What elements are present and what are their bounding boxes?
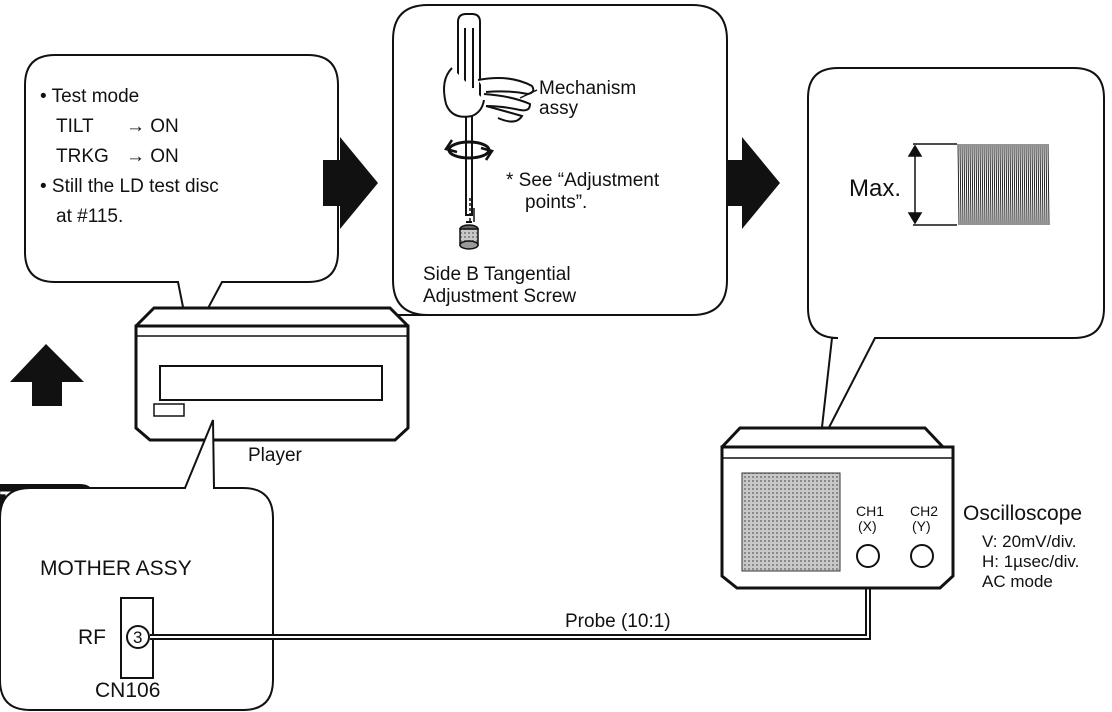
ch1-label: CH1: [856, 503, 884, 519]
waveform-trace-line: [981, 143, 984, 226]
waveform-trace-line: [1029, 143, 1032, 226]
ch2-input: [910, 544, 934, 568]
waveform-trace-line: [1041, 143, 1044, 226]
waveform-trace-line: [1007, 143, 1010, 226]
waveform-trace-line: [995, 143, 998, 226]
waveform-trace-line: [1013, 143, 1016, 226]
waveform-trace-line: [1043, 143, 1046, 226]
hand-icon: [443, 67, 535, 123]
waveform-trace-line: [987, 143, 990, 226]
display-panel: [153, 403, 185, 417]
mechanism-label-assy: assy: [539, 98, 579, 119]
voltage-setting: V: 20mV/div.: [982, 532, 1076, 551]
ch1-sublabel: (X): [858, 518, 877, 534]
waveform-trace-line: [985, 143, 988, 226]
time-setting: H: 1µsec/div.: [982, 552, 1079, 571]
waveform-trace-line: [1025, 143, 1028, 226]
waveform-trace-line: [1005, 143, 1008, 226]
waveform-trace-line: [975, 143, 978, 226]
mode-setting: AC mode: [982, 572, 1053, 591]
player-label: Player: [248, 445, 303, 466]
waveform-trace-line: [1037, 143, 1040, 226]
waveform-trace-line: [997, 143, 1000, 226]
waveform-trace-line: [969, 143, 972, 226]
probe-cable: [150, 585, 871, 640]
waveform-trace-line: [965, 143, 968, 226]
waveform-callout: Max.: [807, 67, 1105, 446]
still-disc-line: • Still the LD test disc: [40, 176, 219, 197]
ch1-input: [856, 544, 880, 568]
waveform-trace-line: [1023, 143, 1026, 226]
screw-label: Side B Tangential: [423, 264, 571, 285]
disc-tray: [159, 365, 383, 401]
connector-label: CN106: [95, 679, 160, 702]
pin-number: 3: [133, 628, 142, 647]
amplitude-dimension: [907, 143, 957, 226]
right-arrow-icon: [323, 137, 378, 229]
waveform-trace-line: [1033, 143, 1036, 226]
oscilloscope-screen: [741, 472, 841, 572]
waveform-trace-line: [1017, 143, 1020, 226]
mother-assy-callout: MOTHER ASSY RF 3 CN106: [0, 419, 274, 711]
waveform-trace-line: [1021, 143, 1024, 226]
player-device: [134, 306, 410, 442]
mother-assy-title: MOTHER ASSY: [40, 557, 192, 580]
mechanism-label: Mechanism: [539, 78, 636, 99]
waveform-trace-line: [957, 143, 960, 226]
test-mode-callout: • Test mode TILT → ON TRKG → ON • Still …: [24, 54, 339, 345]
up-arrow-icon: [10, 344, 84, 406]
waveform-trace-line: [971, 143, 974, 226]
trkg-label: TRKG: [56, 146, 109, 167]
waveform-trace-line: [1019, 143, 1022, 226]
right-arrow-icon: [726, 137, 780, 229]
waveform-trace-line: [1015, 143, 1018, 226]
pin-3-icon: [126, 625, 150, 649]
waveform-trace-line: [979, 143, 982, 226]
waveform-trace-line: [963, 143, 966, 226]
screw-label-line2: Adjustment Screw: [423, 286, 576, 307]
waveform-trace-line: [977, 143, 980, 226]
rf-label: RF: [78, 626, 106, 649]
waveform-trace-line: [991, 143, 994, 226]
waveform-trace-line: [1035, 143, 1038, 226]
waveform-trace-line: [1009, 143, 1012, 226]
adjustment-note: * See “Adjustment: [506, 170, 660, 191]
oscilloscope-label: Oscilloscope: [963, 502, 1082, 525]
waveform-trace-line: [1001, 143, 1004, 226]
oscilloscope-device: [720, 426, 955, 590]
waveform-trace-line: [993, 143, 996, 226]
waveform-trace-line: [973, 143, 976, 226]
waveform-trace-line: [1047, 143, 1050, 226]
rotate-icon: [443, 139, 495, 161]
waveform-trace-line: [989, 143, 992, 226]
waveform-trace-line: [1027, 143, 1030, 226]
waveform-trace-line: [961, 143, 964, 226]
max-label: Max.: [849, 175, 901, 202]
adjustment-note-points: points”.: [525, 192, 587, 213]
disc-position-line: at #115.: [56, 206, 123, 227]
ch2-label: CH2: [910, 503, 938, 519]
screw-icon: [459, 221, 479, 250]
waveform-trace-line: [967, 143, 970, 226]
probe-label: Probe (10:1): [565, 611, 671, 632]
waveform-trace-line: [983, 143, 986, 226]
tilt-value: → ON: [126, 116, 179, 137]
mechanism-callout: Mechanism assy * See “Adjustment points”…: [369, 4, 728, 343]
ch2-sublabel: (Y): [912, 518, 931, 534]
waveform-trace-line: [999, 143, 1002, 226]
waveform-trace-line: [1045, 143, 1048, 226]
waveform-trace-line: [1011, 143, 1014, 226]
trkg-value: → ON: [126, 146, 179, 167]
waveform-trace-line: [1003, 143, 1006, 226]
waveform-trace-line: [1039, 143, 1042, 226]
test-mode-line: • Test mode: [40, 86, 139, 107]
waveform-trace-line: [1031, 143, 1034, 226]
tilt-label: TILT: [56, 116, 94, 137]
waveform-trace-line: [959, 143, 962, 226]
waveform-display: [957, 143, 1050, 226]
